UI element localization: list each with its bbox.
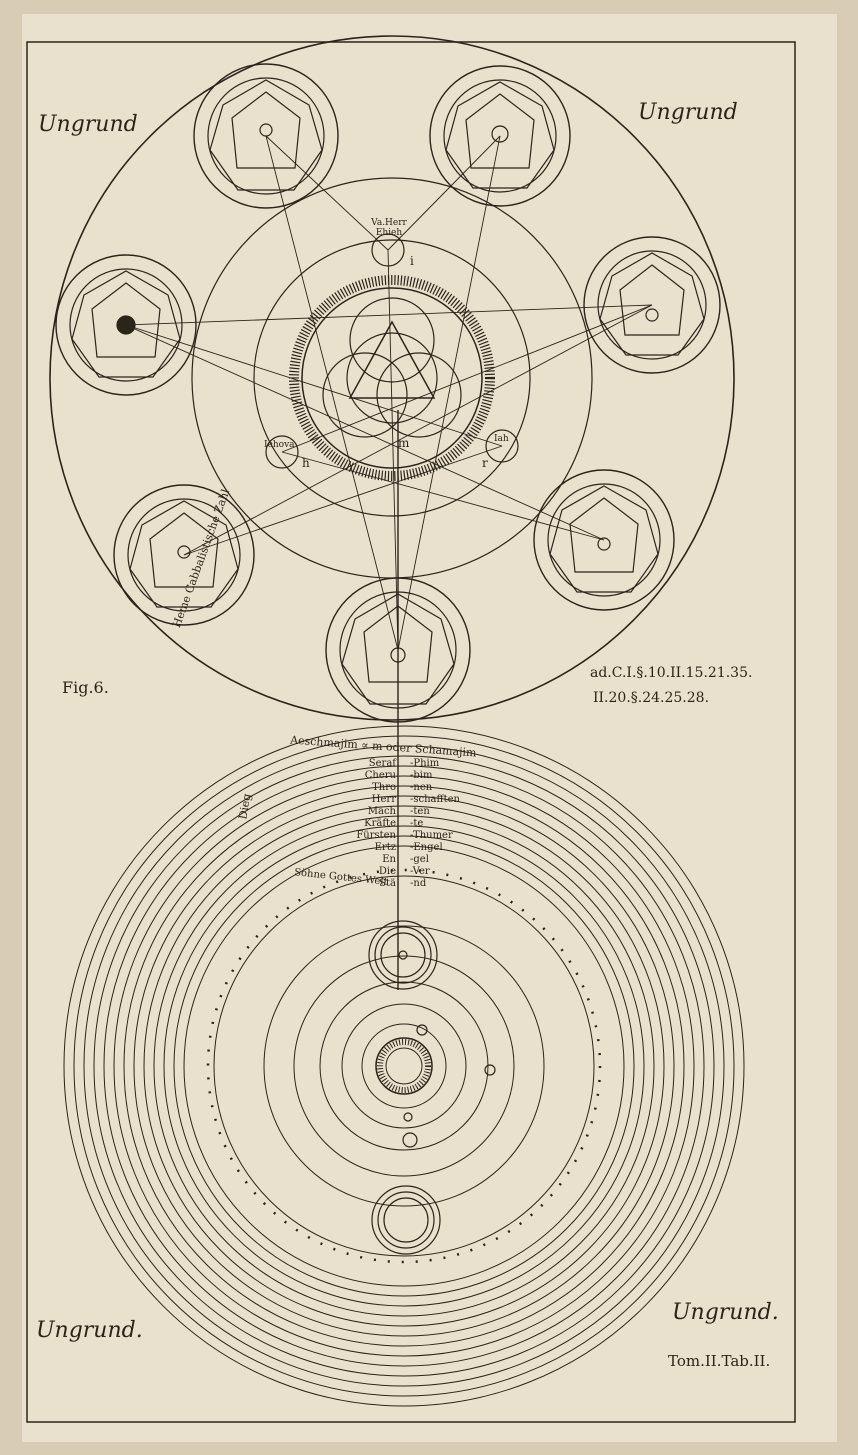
ladder-right-0: -Phim <box>410 758 440 769</box>
figure-label: Fig.6. <box>62 678 109 697</box>
node-letter-center: m <box>398 436 410 450</box>
node-left <box>265 435 299 469</box>
ladder-left-3: Herr <box>371 794 396 805</box>
seal-left <box>55 254 197 396</box>
node-letter-left: h <box>302 456 310 470</box>
node-letter-right: r <box>482 456 488 470</box>
corner-label-bottom-left: Ungrund. <box>36 1318 143 1343</box>
node-left-label: Iehova <box>264 440 295 450</box>
node-letter-top: i <box>410 254 414 268</box>
ladder-right-9: -Ver <box>410 866 430 877</box>
ladder-left-1: Cheru <box>364 770 396 781</box>
node-right-label: Iah <box>494 434 509 444</box>
node-right <box>485 429 519 463</box>
ladder-right-8: -gel <box>410 854 429 865</box>
word-ladder-left: Seraf Cheru Thro Herr Mäch Kräfte Fürste… <box>338 758 398 890</box>
corner-label-top-left: Ungrund <box>38 112 138 137</box>
ladder-left-10: Stä <box>379 878 396 889</box>
ladder-left-8: En <box>382 854 396 865</box>
ladder-left-0: Seraf <box>368 758 396 769</box>
celestial-rings <box>63 725 745 1407</box>
node-top-label: Va.Herr Ehieh <box>371 218 407 238</box>
ladder-right-7: -Engel <box>410 842 443 853</box>
seal-top-left <box>193 63 339 209</box>
word-ladder-right: -Phim -bim -nen -schafften -ten -te -Thu… <box>410 758 490 890</box>
planet-small-4 <box>403 1112 413 1122</box>
corner-label-top-right: Ungrund <box>638 100 738 125</box>
seal-bottom-left <box>113 484 255 626</box>
seal-bottom <box>325 577 471 723</box>
outer-circle <box>49 35 735 721</box>
ladder-right-3: -schafften <box>410 794 460 805</box>
middle-circle <box>191 177 593 579</box>
ladder-left-5: Kräfte <box>364 818 396 829</box>
sun-rays <box>377 1039 431 1093</box>
ladder-right-6: -Thumer <box>410 830 453 841</box>
ladder-left-9: Die <box>378 866 396 877</box>
plate-border <box>26 41 796 1423</box>
core-circle <box>301 287 483 469</box>
seal-bottom-right <box>533 469 675 611</box>
planet-small-1 <box>416 1024 428 1036</box>
ladder-left-4: Mäch <box>367 806 396 817</box>
ladder-left-2: Thro <box>372 782 396 793</box>
plate-number: Tom.II.Tab.II. <box>668 1352 771 1370</box>
ladder-right-2: -nen <box>410 782 433 793</box>
inner-circle <box>253 239 531 517</box>
planet-top <box>368 920 438 990</box>
corner-label-bottom-right: Ungrund. <box>672 1300 779 1325</box>
reference-line-1: ad.C.I.§.10.II.15.21.35. <box>590 665 753 681</box>
planet-small-2 <box>484 1064 496 1076</box>
ladder-left-7: Ertz <box>374 842 396 853</box>
seal-right <box>583 236 721 374</box>
ladder-right-4: -ten <box>410 806 430 817</box>
planet-bottom <box>371 1185 441 1255</box>
reference-line-2: II.20.§.24.25.28. <box>593 690 710 706</box>
planet-small-3 <box>402 1132 418 1148</box>
ladder-right-1: -bim <box>410 770 433 781</box>
ladder-right-5: -te <box>410 818 424 829</box>
ladder-right-10: -nd <box>410 878 427 889</box>
seal-top-right <box>429 65 571 207</box>
core-rays <box>289 275 495 481</box>
ladder-left-6: Fürsten <box>356 830 396 841</box>
